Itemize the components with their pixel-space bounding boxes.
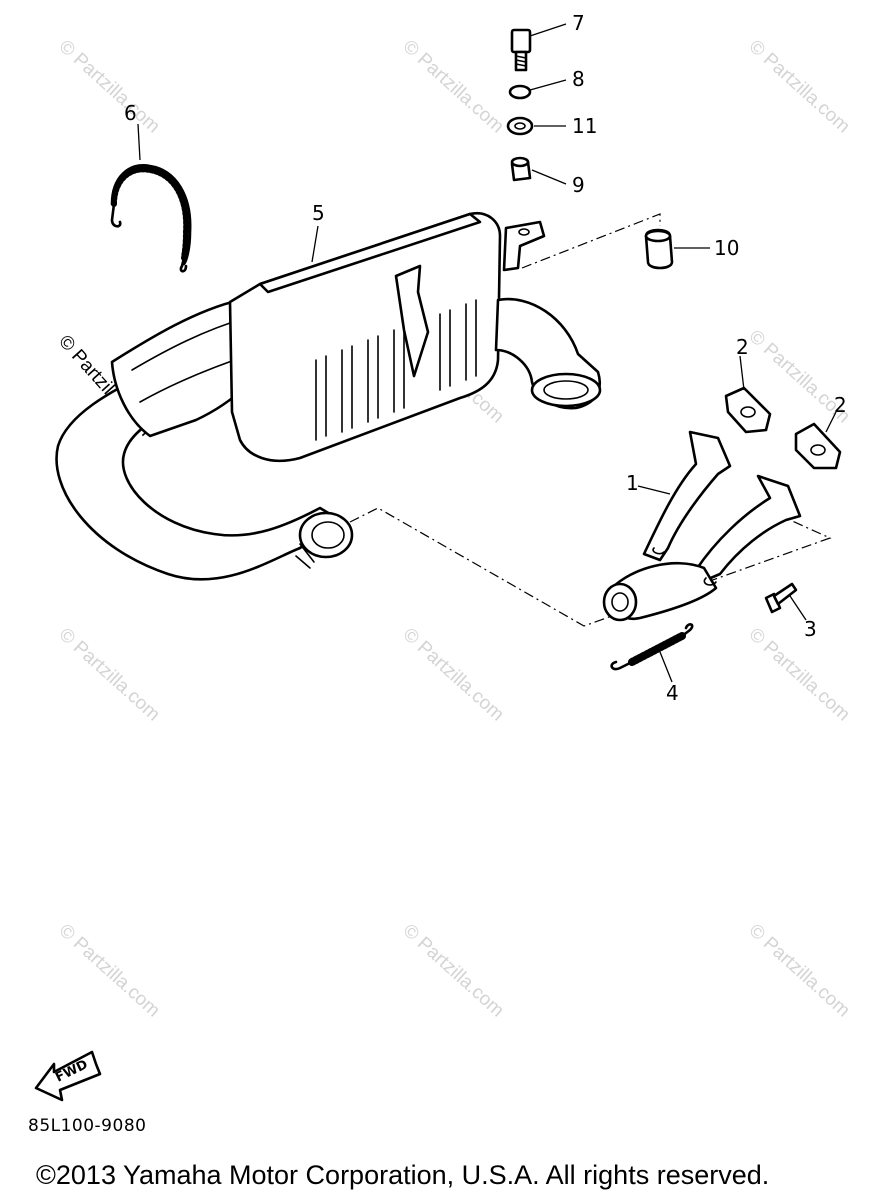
watermark: © Partzilla.com xyxy=(55,920,164,1021)
callout-1: 1 xyxy=(626,471,639,495)
callout-9: 9 xyxy=(572,173,585,197)
muffler xyxy=(55,211,602,581)
callout-7: 7 xyxy=(572,11,585,35)
exhaust-pipe xyxy=(602,430,802,622)
watermark: © Partzilla.com xyxy=(745,36,854,137)
callout-10: 10 xyxy=(714,236,739,260)
callout-11: 11 xyxy=(572,114,597,138)
fwd-arrow-icon: FWD xyxy=(34,1050,102,1102)
callouts: 7 8 11 9 10 5 6 2 2 1 3 4 xyxy=(124,11,847,705)
callout-2: 2 xyxy=(834,393,847,417)
flange-bolt xyxy=(764,582,798,614)
joint-spring xyxy=(610,623,694,671)
mounting-bolt-stack xyxy=(506,28,534,182)
callout-4: 4 xyxy=(666,681,679,705)
watermark: © Partzilla.com xyxy=(745,920,854,1021)
copyright-notice: ©2013 Yamaha Motor Corporation, U.S.A. A… xyxy=(36,1160,770,1190)
watermark: © Partzilla.com xyxy=(745,624,854,725)
muffler-louvres xyxy=(315,299,477,441)
callout-3: 3 xyxy=(804,617,817,641)
callout-8: 8 xyxy=(572,67,585,91)
watermark: © Partzilla.com xyxy=(399,920,508,1021)
watermark: © Partzilla.com xyxy=(399,36,508,137)
watermark: © Partzilla.com xyxy=(55,624,164,725)
watermark: © Partzilla.com xyxy=(399,624,508,725)
callout-2: 2 xyxy=(736,335,749,359)
callout-6: 6 xyxy=(124,101,137,125)
diagram-code: 85L100-9080 xyxy=(28,1116,147,1136)
assembly-lines xyxy=(349,213,832,627)
callout-5: 5 xyxy=(312,201,325,225)
leader-lines xyxy=(137,23,837,683)
muffler-spring xyxy=(110,164,192,273)
watermark: © Partzilla.com xyxy=(55,36,164,137)
damper xyxy=(644,228,674,270)
